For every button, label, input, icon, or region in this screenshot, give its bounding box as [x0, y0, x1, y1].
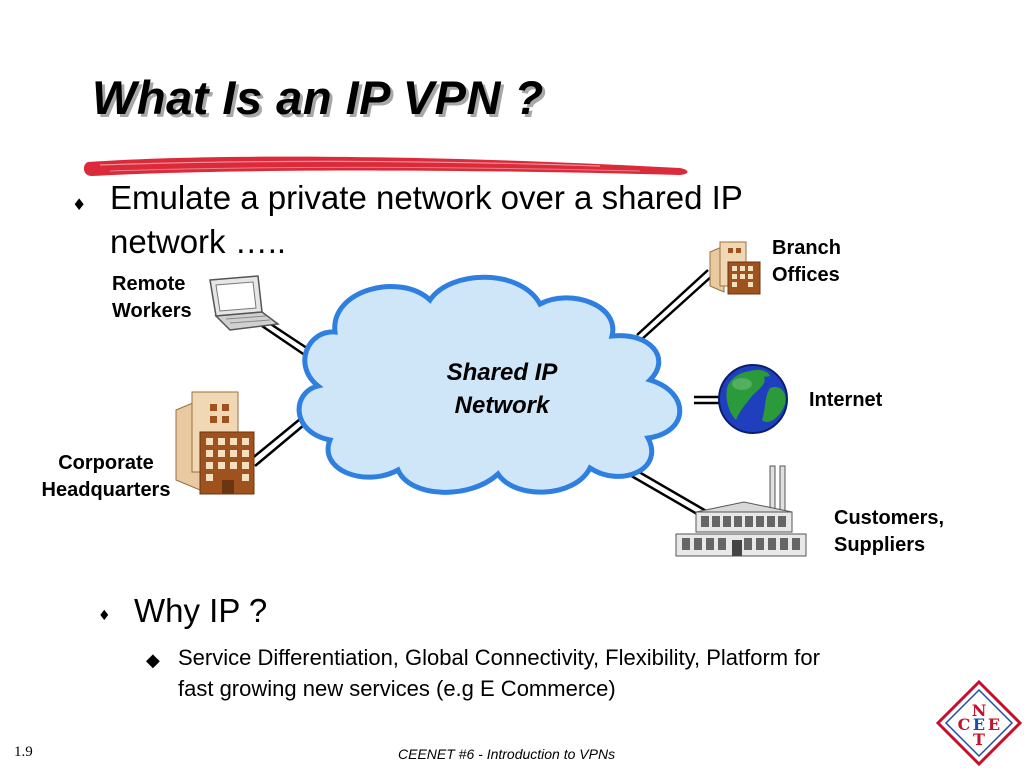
bullet-2-marker: ♦ — [98, 608, 111, 624]
logo-letter-t: T — [973, 730, 985, 749]
bullet-1-line-1: Emulate a private network over a shared … — [110, 179, 743, 216]
factory-icon — [675, 465, 807, 557]
logo-letter-c: C — [958, 715, 971, 734]
label-remote-workers-line-2: Workers — [112, 300, 192, 322]
footer-center-text: CEENET #6 - Introduction to VPNs — [398, 746, 616, 762]
label-internet: Internet — [809, 389, 883, 411]
bullet-1-line-2: network ….. — [110, 223, 287, 260]
sub-bullet-marker: ◆ — [146, 650, 160, 671]
globe-icon — [718, 364, 788, 434]
label-corporate-hq: Corporate Headquarters — [30, 450, 182, 504]
label-customers: Customers, Suppliers — [834, 505, 944, 559]
branch-building-icon — [709, 241, 761, 295]
corporate-building-icon — [175, 391, 255, 495]
label-customers-line-2: Suppliers — [834, 534, 926, 556]
label-customers-line-1: Customers, — [834, 507, 945, 529]
label-remote-workers-line-1: Remote — [112, 273, 186, 295]
logo-letter-e1: E — [973, 715, 985, 734]
bullet-1-marker: ♦ — [72, 195, 86, 214]
label-corporate-line-1: Corporate — [58, 452, 154, 474]
cloud-label-line-2: Network — [454, 392, 550, 419]
bullet-1: Emulate a private network over a shared … — [110, 176, 900, 264]
laptop-icon — [209, 275, 280, 331]
link-internet — [694, 395, 720, 405]
slide-title: What Is an IP VPN ? — [92, 71, 544, 124]
ceenet-logo: N C E E T — [935, 679, 1023, 767]
label-corporate-line-2: Headquarters — [41, 479, 171, 501]
cloud-label: Shared IP Network — [402, 356, 602, 422]
link-branch-offices — [636, 269, 713, 341]
sub-bullet-line-1: Service Differentiation, Global Connecti… — [178, 645, 820, 670]
logo-letter-e2: E — [988, 715, 1000, 734]
bullet-2: Why IP ? — [134, 592, 268, 629]
label-branch-offices: Branch Offices — [772, 235, 852, 289]
shared-network-cloud — [296, 274, 683, 495]
label-branch-line-1: Branch — [772, 237, 841, 259]
sub-bullet: Service Differentiation, Global Connecti… — [178, 642, 968, 704]
connection-lines — [249, 269, 720, 520]
logo-letter-n: N — [972, 701, 987, 720]
link-corporate-hq — [249, 414, 311, 467]
cloud-label-line-1: Shared IP — [446, 359, 558, 386]
link-customers — [627, 466, 709, 520]
label-remote-workers: Remote Workers — [112, 271, 192, 325]
label-branch-line-2: Offices — [772, 264, 840, 286]
title-underline-brush — [83, 156, 688, 176]
footer-page-number: 1.9 — [14, 744, 33, 760]
sub-bullet-line-2: fast growing new services (e.g E Commerc… — [178, 676, 616, 701]
